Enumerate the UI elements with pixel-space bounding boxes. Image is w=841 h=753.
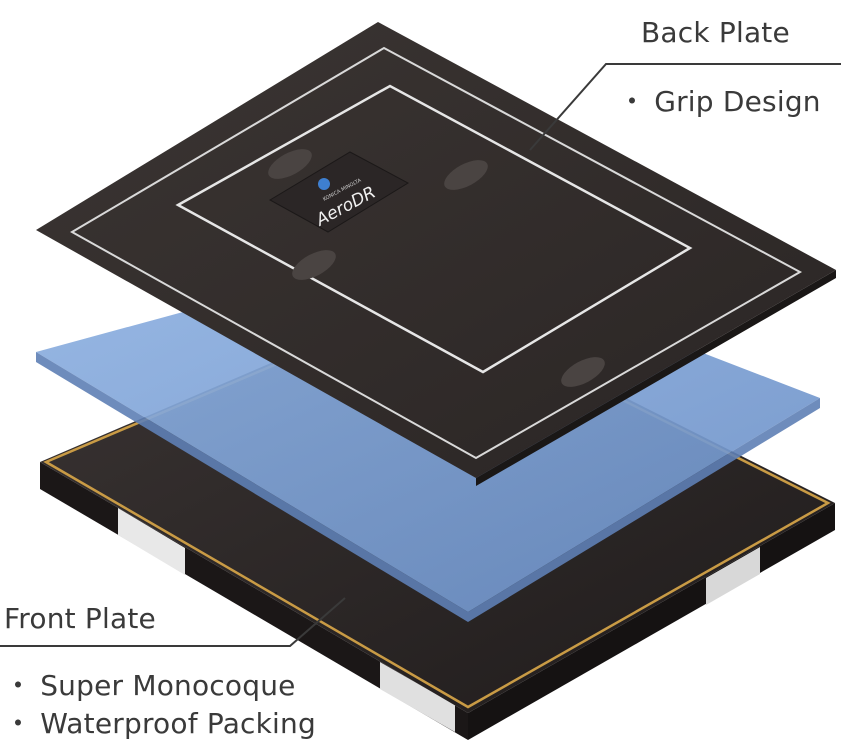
front-plate-side-highlight bbox=[380, 662, 455, 732]
brand-logo-icon bbox=[318, 178, 330, 190]
back-plate-feature: ・Grip Design bbox=[618, 80, 821, 120]
grip-cutout bbox=[292, 250, 336, 280]
front-plate-feature: ・Super Monocoque bbox=[4, 664, 296, 704]
logo-badge-plate bbox=[268, 151, 410, 233]
bullet: ・ bbox=[4, 707, 33, 740]
back-plate-leader-line bbox=[529, 63, 841, 151]
back-plate-outer-groove bbox=[69, 46, 803, 460]
back-plate: KONICA MINOLTA AeroDR bbox=[36, 22, 836, 486]
grip-cutout bbox=[561, 357, 605, 387]
grip-cutout bbox=[444, 160, 488, 190]
grip-cutout bbox=[268, 149, 312, 179]
feature-text: Grip Design bbox=[654, 85, 821, 118]
front-plate-side-highlight bbox=[118, 508, 185, 575]
logo-badge: KONICA MINOLTA AeroDR bbox=[268, 151, 410, 233]
bullet: ・ bbox=[618, 85, 647, 118]
back-plate-inner-panel bbox=[175, 84, 693, 374]
front-plate-side-highlight bbox=[706, 547, 760, 605]
feature-text: Super Monocoque bbox=[40, 669, 296, 702]
front-plate-feature: ・Waterproof Packing bbox=[4, 702, 316, 742]
back-plate-title: Back Plate bbox=[641, 16, 790, 49]
front-plate-leader-line bbox=[0, 597, 346, 647]
feature-text: Waterproof Packing bbox=[40, 707, 316, 740]
front-plate-title: Front Plate bbox=[4, 602, 156, 635]
bullet: ・ bbox=[4, 669, 33, 702]
